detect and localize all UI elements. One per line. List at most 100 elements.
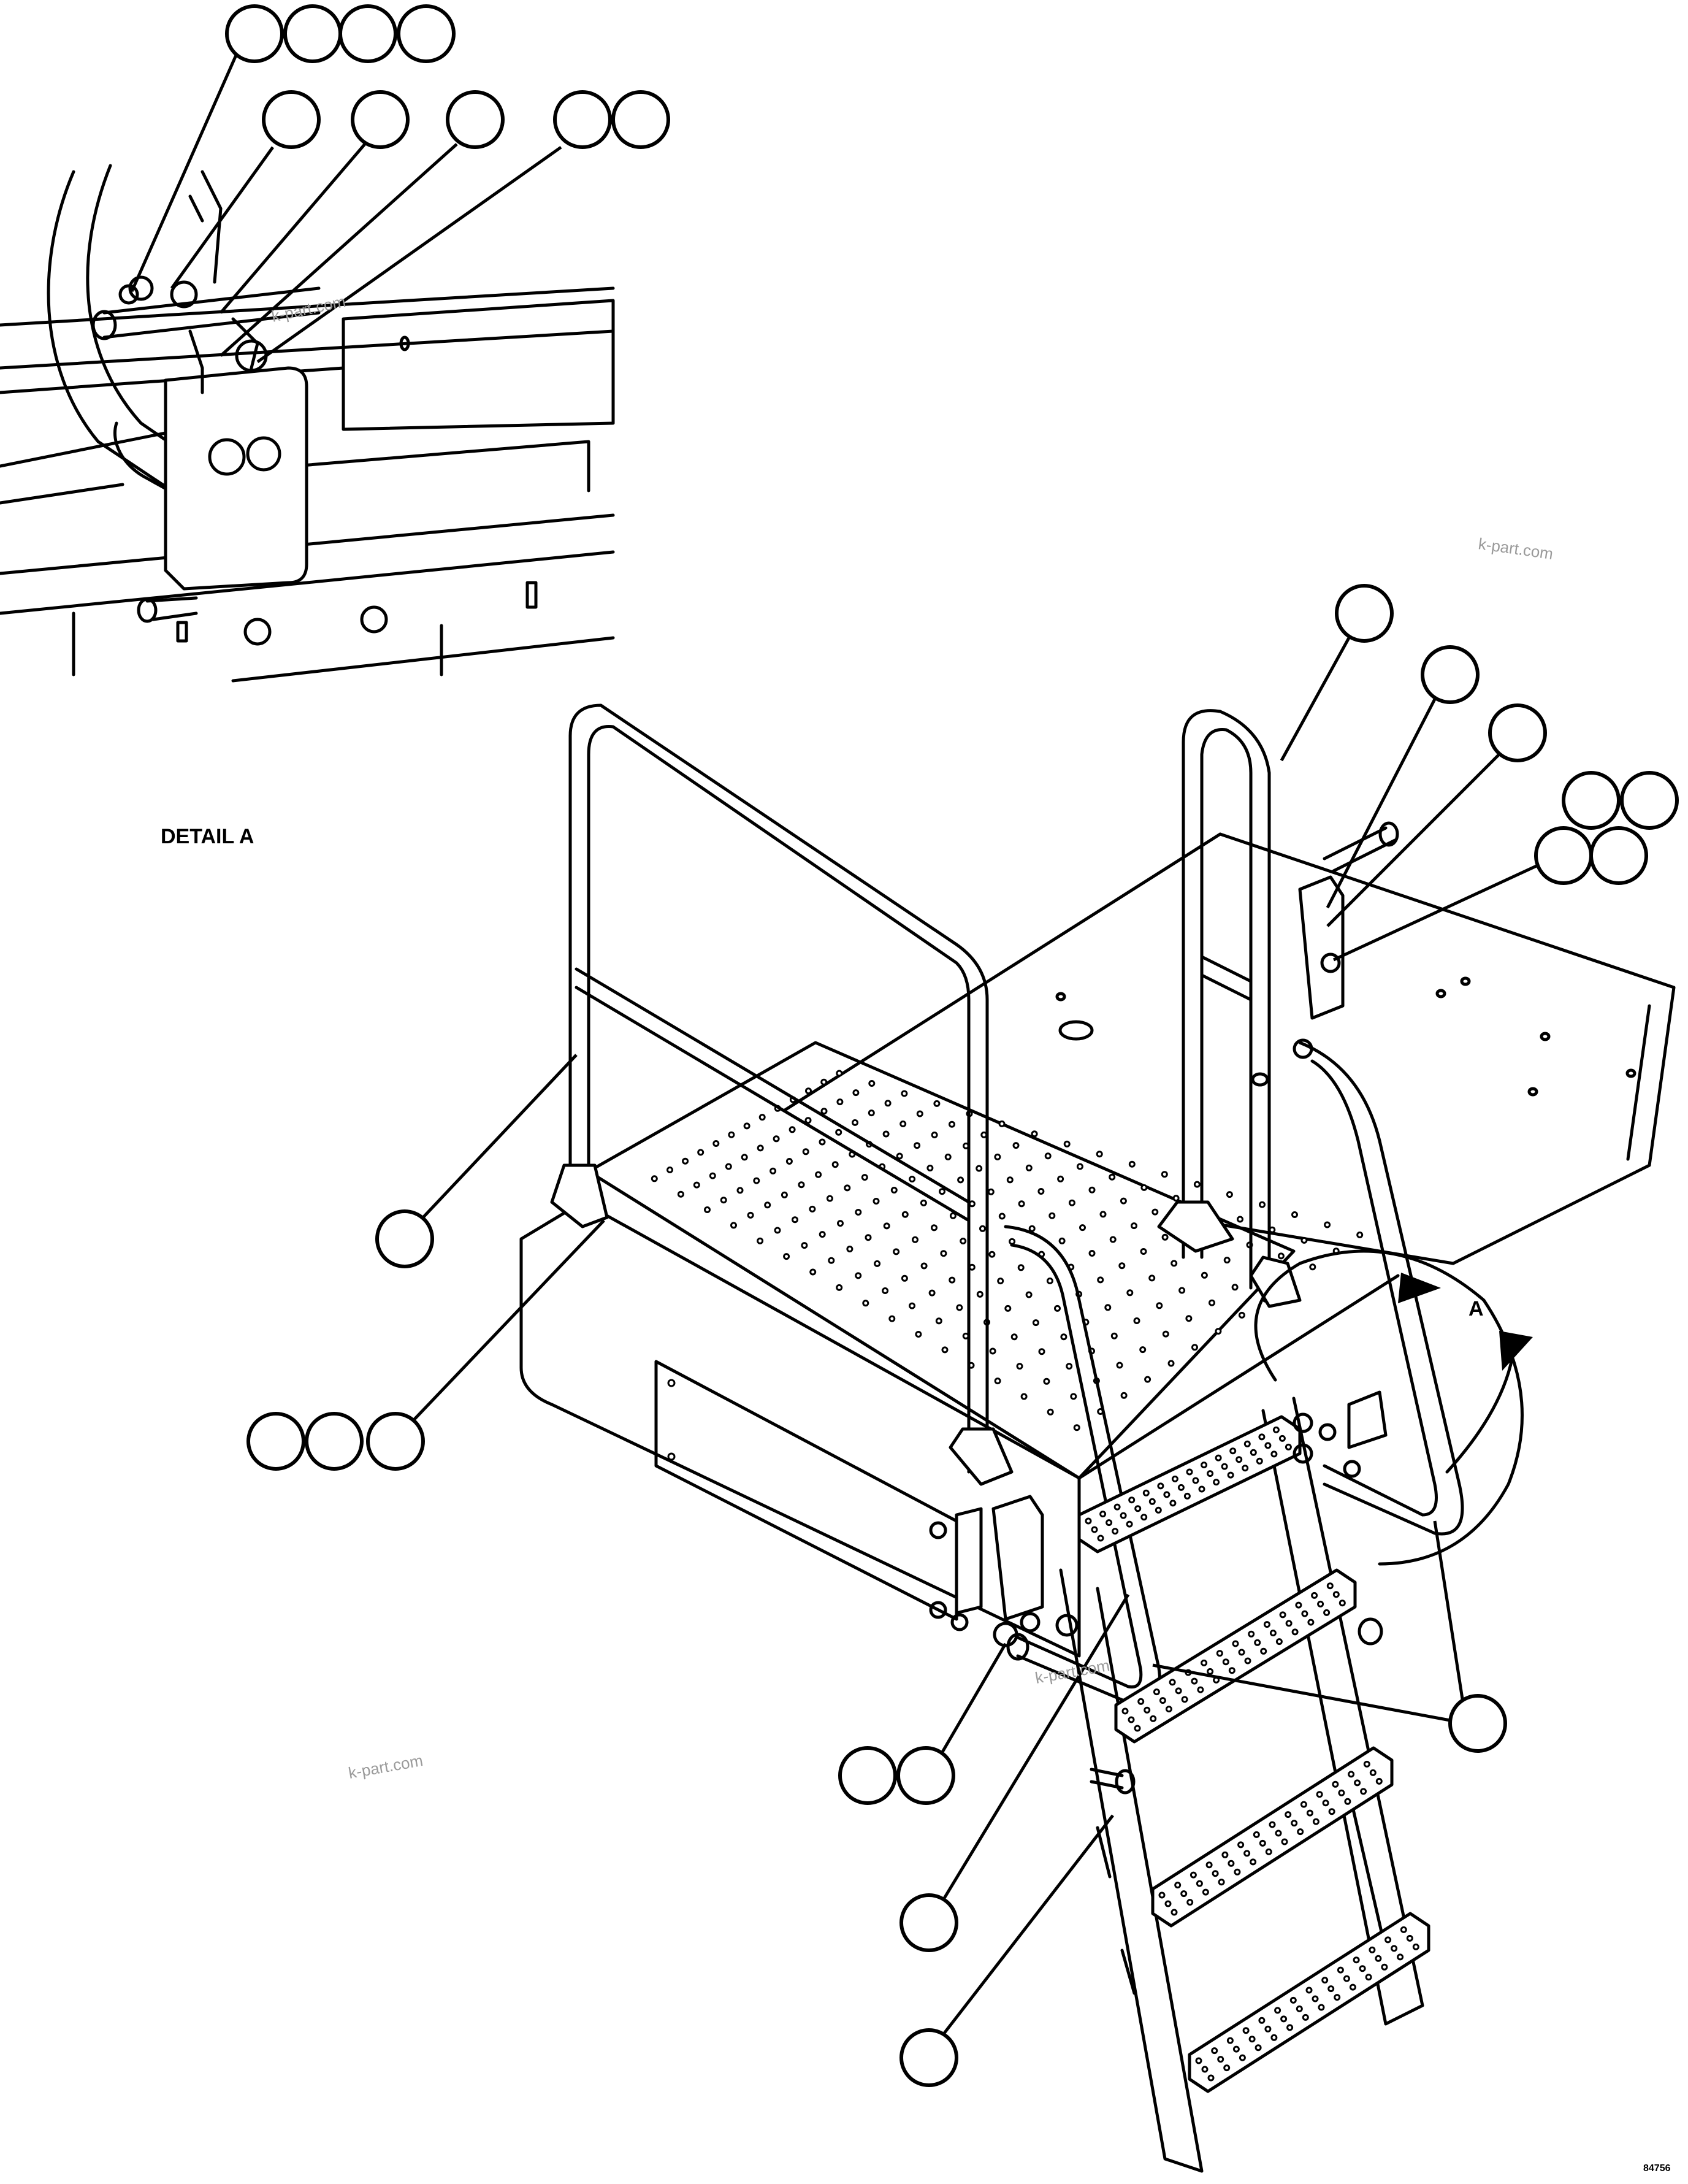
tread-hole <box>1306 1809 1313 1817</box>
tread-hole <box>1216 1650 1223 1657</box>
floor-hole <box>792 1216 798 1224</box>
floor-hole <box>1104 1304 1112 1311</box>
floor-hole <box>976 1290 983 1298</box>
floor-hole <box>994 1153 1001 1160</box>
tread-hole <box>1270 2034 1278 2041</box>
floor-hole <box>1178 1287 1186 1294</box>
tread-hole <box>1359 1965 1366 1972</box>
tread-hole <box>1300 1801 1307 1808</box>
tread-hole <box>1106 1519 1113 1527</box>
tread-hole <box>1412 1943 1419 1950</box>
floor-hole <box>1133 1317 1140 1324</box>
floor-hole <box>712 1140 720 1147</box>
ladder-treads <box>1077 1415 1430 2093</box>
tread-hole <box>1164 1900 1172 1907</box>
tread-hole <box>1286 2024 1294 2031</box>
floor-hole <box>882 1130 890 1138</box>
floor-hole <box>1076 1163 1083 1170</box>
tread-hole <box>1360 1788 1367 1795</box>
tread-hole <box>1365 1974 1372 1981</box>
floor-hole <box>836 1070 843 1077</box>
floor-hole <box>1006 1176 1014 1184</box>
floor-hole <box>1012 1142 1020 1149</box>
tread-hole <box>1243 1440 1251 1447</box>
tread-hole <box>1354 1779 1361 1787</box>
tread-hole <box>1157 1482 1164 1490</box>
tread-hole <box>1312 1818 1319 1825</box>
floor-hole <box>747 1211 754 1219</box>
tread-hole <box>1250 1449 1257 1456</box>
tread-hole <box>1369 1769 1377 1776</box>
tread-hole <box>1201 2066 1209 2073</box>
floor-hole <box>873 1198 880 1205</box>
floor-hole <box>1018 1200 1025 1208</box>
tread-hole <box>1334 1994 1341 2001</box>
tread-hole <box>1258 1433 1266 1441</box>
callout-bubble <box>225 4 284 63</box>
callout-bubble <box>246 1412 305 1471</box>
tread-hole <box>1159 1697 1166 1704</box>
floor-hole <box>909 1176 916 1182</box>
tread-hole <box>1097 1535 1104 1542</box>
tread-hole <box>1338 1789 1345 1796</box>
floor-hole <box>1070 1393 1077 1400</box>
tread-hole <box>1155 1506 1162 1514</box>
tread-hole <box>1332 1591 1340 1598</box>
tread-hole <box>1113 1503 1121 1511</box>
tread-hole <box>1126 1520 1133 1528</box>
floor-hole <box>846 1246 854 1252</box>
tread-hole <box>1239 2054 1246 2061</box>
floor-hole <box>801 1242 808 1249</box>
floor-hole <box>979 1225 986 1232</box>
tread-hole <box>1323 1609 1331 1616</box>
tread-hole <box>1218 1879 1225 1886</box>
tread-hole <box>1285 1620 1293 1627</box>
tread-hole <box>1120 1512 1127 1519</box>
tread-hole <box>1196 1880 1203 1887</box>
tread-hole <box>1190 1871 1197 1879</box>
floor-hole <box>1223 1257 1231 1264</box>
floor-hole <box>828 1257 835 1264</box>
floor-hole <box>920 1262 928 1270</box>
floor-hole <box>1097 1276 1104 1284</box>
tread-hole <box>1263 1621 1270 1628</box>
floor-hole <box>1324 1221 1331 1228</box>
tread-hole <box>1254 1639 1261 1646</box>
tread-hole <box>1158 1891 1166 1899</box>
floor-hole <box>1118 1262 1126 1270</box>
floor-hole <box>1068 1199 1075 1206</box>
tread-hole <box>1232 2045 1240 2053</box>
floor-hole <box>1140 1248 1147 1255</box>
floor-hole <box>1231 1284 1239 1291</box>
floor-hole <box>1109 1173 1116 1181</box>
floor-hole <box>741 1154 748 1161</box>
detail-label: DETAIL A <box>161 825 254 848</box>
tread-hole <box>1275 1638 1283 1646</box>
floor-hole <box>1110 1332 1118 1339</box>
tread-hole <box>1217 2056 1224 2063</box>
callout-bubble <box>1620 771 1679 830</box>
callout-bubble <box>1534 826 1593 885</box>
floor-hole <box>909 1302 915 1309</box>
floor-hole <box>861 1174 868 1181</box>
watermark: k-part.com <box>347 1751 424 1782</box>
tread-hole <box>1191 1677 1198 1685</box>
tread-hole <box>1165 1706 1172 1713</box>
tread-hole <box>1281 1838 1288 1845</box>
tread-hole <box>1148 1498 1156 1505</box>
floor-hole <box>1044 1152 1052 1160</box>
floor-hole <box>1300 1236 1308 1244</box>
tread-hole <box>1296 2005 1303 2012</box>
tread-hole <box>1175 1687 1182 1695</box>
floor-hole <box>1088 1250 1096 1257</box>
floor-hole <box>1215 1328 1222 1335</box>
floor-hole <box>931 1132 938 1138</box>
tread-hole <box>1198 1485 1205 1493</box>
callout-bubble <box>1421 645 1480 704</box>
tread-hole <box>1197 1686 1204 1693</box>
floor-hole <box>1237 1216 1243 1223</box>
tread-hole <box>1312 1995 1319 2002</box>
floor-hole <box>915 1331 922 1338</box>
floor-hole <box>1162 1330 1169 1338</box>
tread-hole <box>1144 1706 1151 1714</box>
